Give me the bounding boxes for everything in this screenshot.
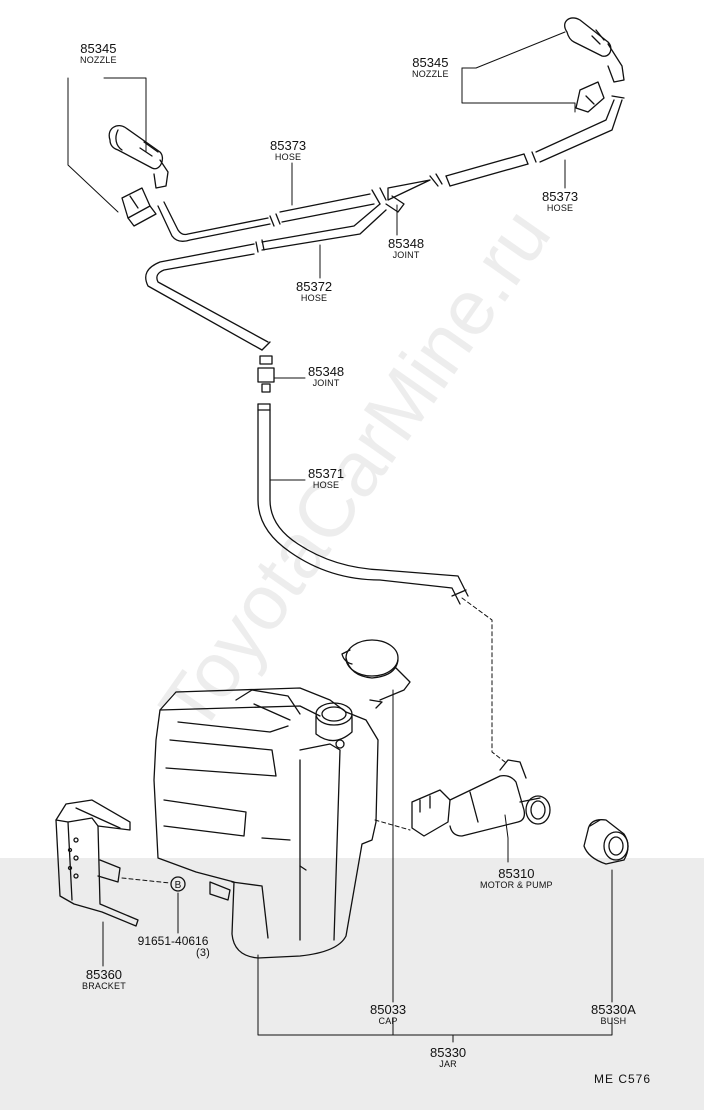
part-number: 85345 bbox=[412, 55, 449, 70]
label-joint-lower: 85348 JOINT bbox=[308, 365, 344, 388]
right-nozzle bbox=[564, 17, 625, 113]
part-number: 85371 bbox=[308, 466, 345, 481]
part-name: BRACKET bbox=[82, 981, 126, 991]
part-number: 85033 bbox=[370, 1002, 407, 1017]
part-number: 85330A bbox=[591, 1002, 636, 1017]
washer-jar bbox=[153, 687, 379, 959]
part-name: BUSH bbox=[600, 1016, 627, 1026]
bracket-85360 bbox=[55, 799, 139, 927]
part-name: JOINT bbox=[392, 250, 420, 260]
diagram-code: ME C576 bbox=[594, 1072, 652, 1086]
label-bolt: 91651-40616 (3) bbox=[136, 935, 210, 959]
part-number: 85373 bbox=[542, 189, 579, 204]
label-hose-85372: 85372 HOSE bbox=[296, 280, 332, 303]
part-name: JOINT bbox=[312, 378, 340, 388]
bolt-marker bbox=[170, 876, 186, 892]
upper-hoses bbox=[145, 95, 625, 351]
motor-pump-85310 bbox=[411, 759, 551, 837]
leader-lines bbox=[67, 31, 613, 1043]
part-number: 85310 bbox=[498, 866, 535, 881]
label-jar: 85330 JAR bbox=[430, 1046, 466, 1069]
part-number: 85348 bbox=[308, 364, 345, 379]
part-number: 85373 bbox=[270, 138, 307, 153]
label-cap: 85033 CAP bbox=[370, 1003, 406, 1026]
label-motor-pump: 85310 MOTOR & PUMP bbox=[480, 867, 553, 890]
part-number: 85330 bbox=[430, 1045, 467, 1060]
label-joint-upper: 85348 JOINT bbox=[388, 237, 424, 260]
dashed-connectors bbox=[121, 597, 506, 884]
part-name: JAR bbox=[439, 1059, 457, 1069]
cap-85033 bbox=[341, 639, 411, 709]
part-qty: (3) bbox=[196, 947, 211, 959]
bolt-symbol: B bbox=[175, 880, 182, 891]
part-name: NOZZLE bbox=[80, 55, 117, 65]
label-hose-85373-left: 85373 HOSE bbox=[270, 139, 306, 162]
part-number: 85348 bbox=[388, 236, 425, 251]
part-name: HOSE bbox=[312, 480, 340, 490]
part-name: MOTOR & PUMP bbox=[480, 880, 553, 890]
part-name: CAP bbox=[378, 1016, 398, 1026]
part-name: NOZZLE bbox=[412, 69, 449, 79]
label-bush: 85330A BUSH bbox=[591, 1003, 636, 1026]
label-bracket: 85360 BRACKET bbox=[82, 968, 126, 991]
label-hose-85373-right: 85373 HOSE bbox=[542, 190, 578, 213]
label-nozzle-left: 85345 NOZZLE bbox=[80, 42, 117, 65]
part-number: 85345 bbox=[80, 41, 117, 56]
part-name: HOSE bbox=[300, 293, 328, 303]
part-number: 85360 bbox=[85, 967, 123, 982]
part-number: 85372 bbox=[296, 279, 333, 294]
label-hose-85371: 85371 HOSE bbox=[308, 467, 344, 490]
bush-85330A bbox=[583, 819, 629, 865]
part-name: HOSE bbox=[274, 152, 302, 162]
left-nozzle bbox=[108, 125, 169, 227]
label-nozzle-right: 85345 NOZZLE bbox=[412, 56, 449, 79]
part-number: 91651-40616 bbox=[137, 934, 209, 948]
lower-joint bbox=[257, 355, 275, 393]
main-hose-85371 bbox=[257, 403, 469, 605]
part-name: HOSE bbox=[546, 203, 574, 213]
